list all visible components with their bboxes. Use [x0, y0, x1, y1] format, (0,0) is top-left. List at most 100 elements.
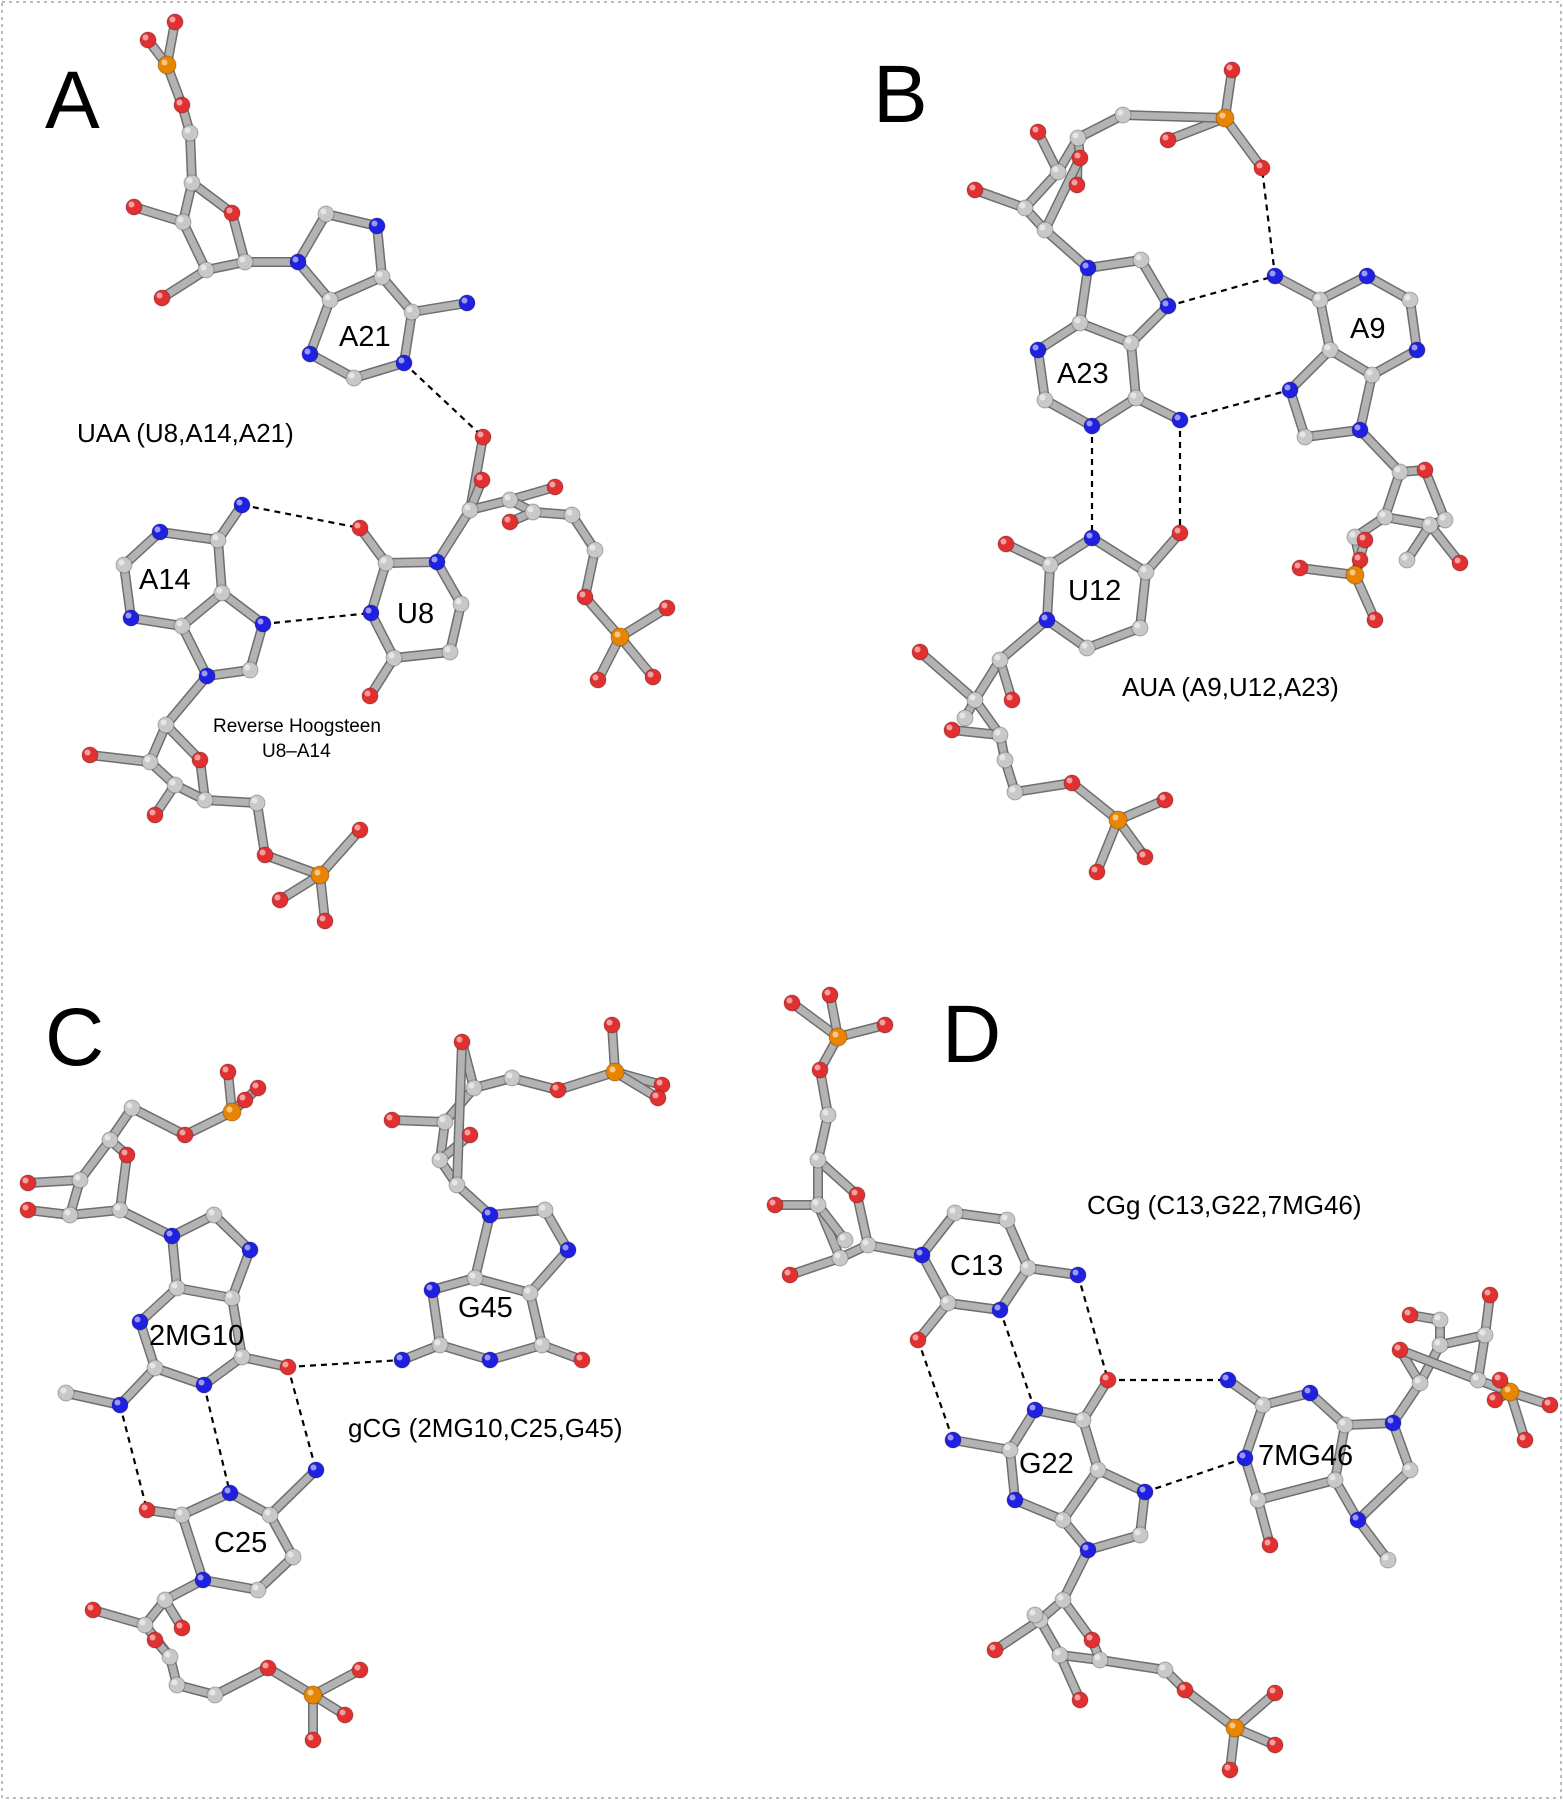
atom-highlight: [226, 1292, 233, 1299]
bond: [1043, 616, 1091, 652]
atom-highlight: [259, 849, 266, 856]
nitrogen-atom: [233, 496, 251, 514]
atom-highlight: [1369, 614, 1376, 621]
hydrogen-bond: [1167, 274, 1276, 308]
bond: [788, 999, 842, 1041]
bond: [1088, 394, 1140, 430]
atom-highlight: [1139, 1486, 1146, 1493]
atom-highlight: [536, 1339, 543, 1346]
atom-highlight: [504, 516, 511, 523]
carbon-atom: [1336, 1416, 1354, 1434]
carbon-atom: [991, 726, 1009, 744]
phosphorus-atom: [222, 1102, 242, 1122]
atom-highlight: [1072, 132, 1079, 139]
nitrogen-atom: [368, 217, 386, 235]
oxygen-atom: [649, 1089, 667, 1107]
atom-highlight: [22, 1177, 29, 1184]
residue-label-a9: A9: [1350, 313, 1385, 345]
residue-label-a14: A14: [139, 564, 191, 596]
atom-highlight: [1086, 1634, 1093, 1641]
atom-highlight: [226, 1106, 233, 1113]
oxygen-atom: [461, 1126, 479, 1144]
atom-highlight: [552, 1084, 559, 1091]
bond: [1059, 1546, 1092, 1604]
atom-highlight: [661, 602, 668, 609]
atom-highlight: [319, 915, 326, 922]
carbon-atom: [161, 1648, 179, 1666]
carbon-atom: [1137, 563, 1155, 581]
bond: [62, 1389, 124, 1409]
hbonds-layer: [118, 167, 1291, 1511]
atoms-layer: [19, 13, 1559, 1779]
atoms-a14: [81, 496, 369, 930]
oxygen-atom: [1516, 1431, 1534, 1449]
atom-highlight: [1294, 562, 1301, 569]
carbon-atom: [831, 1249, 849, 1267]
atom-highlight: [1222, 1374, 1229, 1381]
atom-highlight: [1366, 369, 1373, 376]
atom-highlight: [406, 306, 413, 313]
oxygen-atom: [1029, 123, 1047, 141]
hydrogen-bond: [202, 1384, 232, 1494]
phosphorus-atom: [828, 1027, 848, 1047]
atom-highlight: [1071, 179, 1078, 186]
oxygen-atom: [589, 671, 607, 689]
bond: [228, 1246, 254, 1302]
atom-highlight: [1314, 294, 1321, 301]
atom-highlight: [236, 1351, 243, 1358]
bond: [486, 1206, 549, 1219]
bond: [390, 648, 454, 662]
bond: [1341, 1419, 1397, 1429]
bond: [162, 721, 204, 764]
atom-highlight: [1414, 1377, 1421, 1384]
bond: [1296, 564, 1359, 579]
atom-highlight: [292, 256, 299, 263]
atom-highlight: [1489, 1394, 1496, 1401]
bond: [178, 622, 211, 680]
oxygen-atom: [1266, 1684, 1284, 1702]
atom-highlight: [310, 1464, 317, 1471]
nitrogen-atom: [241, 1241, 259, 1259]
carbon-atom: [111, 1201, 129, 1219]
carbon-atom: [536, 1201, 554, 1219]
bond: [433, 558, 465, 608]
bond: [373, 222, 386, 281]
oxygen-atom: [138, 1501, 156, 1519]
atom-highlight: [812, 1154, 819, 1161]
atom-highlight: [469, 1272, 476, 1279]
hydrogen-bond: [403, 362, 484, 438]
nitrogen-atom: [254, 615, 272, 633]
atom-highlight: [1102, 1374, 1109, 1381]
atom-highlight: [216, 587, 223, 594]
atom-highlight: [1134, 622, 1141, 629]
bond: [616, 604, 671, 641]
atom-highlight: [464, 504, 471, 511]
bond: [1084, 1531, 1144, 1554]
atom-highlight: [314, 869, 321, 876]
atom-highlight: [1135, 254, 1142, 261]
atom-highlight: [834, 1252, 841, 1259]
atom-highlight: [1252, 1494, 1259, 1501]
carbon-atom: [1054, 1511, 1072, 1529]
atom-highlight: [786, 997, 793, 1004]
bond: [1142, 529, 1184, 576]
carbon-atom: [1091, 1651, 1109, 1669]
bond: [1024, 1264, 1082, 1279]
bond: [1301, 426, 1364, 441]
atom-highlight: [1052, 166, 1059, 173]
nitrogen-atom: [913, 1246, 931, 1264]
phosphorus-atom: [310, 865, 330, 885]
atom-highlight: [398, 357, 405, 364]
atom-highlight: [126, 1102, 133, 1109]
bond: [554, 1068, 619, 1094]
nitrogen-atom: [195, 1376, 213, 1394]
panel-d-caption: CGg (C13,G22,7MG46): [1087, 1190, 1362, 1220]
residue-u12: [915, 528, 1185, 877]
bond: [1011, 1496, 1067, 1524]
bond: [1003, 1216, 1032, 1272]
nitrogen-atom: [151, 523, 169, 541]
nitrogen-atom: [1219, 1371, 1237, 1389]
atom-highlight: [504, 494, 511, 501]
residue-label-a21: A21: [339, 321, 391, 353]
atoms-a9: [1266, 267, 1469, 629]
